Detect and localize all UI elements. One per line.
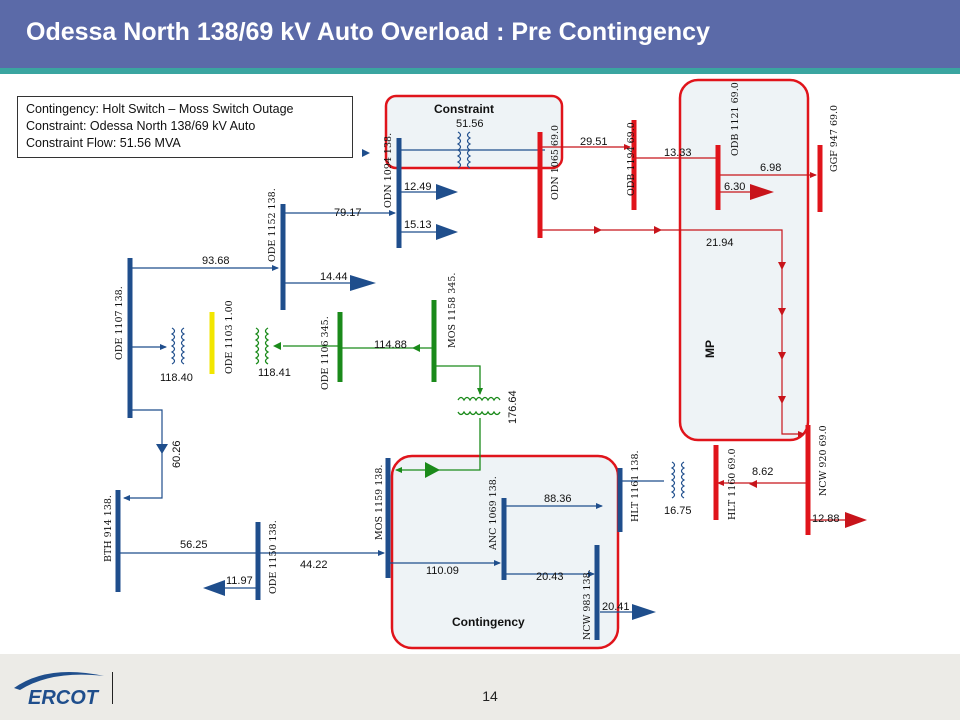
flow-88-36: 88.36 — [544, 493, 572, 505]
arrow-11-97 — [203, 580, 225, 596]
arrow-15-13 — [436, 224, 458, 240]
flow-56-25: 56.25 — [180, 539, 208, 551]
arrow-14-44 — [350, 275, 376, 291]
flow-8-62: 8.62 — [752, 466, 773, 478]
arrow-12-88 — [845, 512, 867, 528]
flow-6-98: 6.98 — [760, 162, 781, 174]
flow-118-40: 118.40 — [160, 372, 193, 384]
zone-label-mp: MP — [703, 340, 717, 358]
info-constraint: Constraint: Odessa North 138/69 kV Auto — [26, 119, 256, 133]
flow-15-13: 15.13 — [404, 219, 432, 231]
bus-label-odb1194: ODB 1194 69.0 — [626, 122, 637, 196]
transformer-ode1106 — [254, 327, 270, 365]
flow-6-30: 6.30 — [724, 181, 745, 193]
bus-label-mos1158: MOS 1158 345. — [447, 273, 458, 348]
flow-14-44: 14.44 — [320, 271, 348, 283]
info-contingency: Contingency: Holt Switch – Moss Switch O… — [26, 102, 294, 116]
info-constraint-flow: Constraint Flow: 51.56 MVA — [26, 136, 181, 150]
bus-label-anc1069: ANC 1069 138. — [488, 476, 499, 551]
flow-60-26: 60.26 — [171, 440, 183, 468]
flow-21-94: 21.94 — [706, 237, 734, 249]
bus-label-ode1107: ODE 1107 138. — [114, 286, 125, 360]
zone-label-contingency: Contingency — [452, 615, 525, 629]
slide-title: Odessa North 138/69 kV Auto Overload : P… — [26, 18, 710, 46]
flow-51-56: 51.56 — [456, 118, 484, 130]
flow-176-64: 176.64 — [507, 390, 519, 424]
bus-label-ode1103: ODE 1103 1.00 — [224, 300, 235, 374]
svg-text:ERCOT: ERCOT — [28, 687, 100, 709]
header-accent-strip — [0, 68, 960, 74]
line-ode1107-bth914 — [123, 409, 163, 501]
transformer-odn — [456, 131, 472, 169]
zone-label-constraint: Constraint — [434, 102, 494, 116]
transformer-hlt — [670, 461, 686, 499]
bus-label-bth914: BTH 914 138. — [103, 495, 114, 562]
page-number: 14 — [482, 688, 498, 704]
flow-13-33: 13.33 — [664, 147, 692, 159]
flow-79-17: 79.17 — [334, 207, 362, 219]
bus-label-odn1065: ODN 1065 69.0 — [550, 125, 561, 200]
flow-110-09: 110.09 — [426, 565, 459, 577]
zone-mp — [678, 78, 810, 442]
flow-44-22: 44.22 — [300, 559, 328, 571]
ercot-logo: ERCOT — [14, 672, 104, 709]
bus-label-hlt1160: HLT 1160 69.0 — [727, 448, 738, 520]
bus-label-hlt1161: HLT 1161 138. — [630, 450, 641, 522]
flow-93-68: 93.68 — [202, 255, 230, 267]
flow-29-51: 29.51 — [580, 136, 608, 148]
slide-header — [0, 0, 960, 68]
contingency-info-box: Contingency: Holt Switch – Moss Switch O… — [17, 96, 353, 158]
flow-12-88: 12.88 — [812, 513, 840, 525]
bus-label-mos1159: MOS 1159 138. — [374, 465, 385, 540]
flow-118-41: 118.41 — [258, 367, 291, 379]
arrow-6-30 — [750, 184, 774, 200]
bus-label-ode1150: ODE 1150 138. — [268, 520, 279, 594]
bus-label-ncw920: NCW 920 69.0 — [818, 425, 829, 496]
bus-label-ggf947: GGF 947 69.0 — [829, 105, 840, 172]
flow-20-43: 20.43 — [536, 571, 564, 583]
arrow-12-49 — [436, 184, 458, 200]
transformer-ode1103 — [170, 327, 186, 365]
bus-label-ode1106: ODE 1106 345. — [320, 316, 331, 390]
bus-label-odn1094: ODN 1094 138. — [383, 133, 394, 208]
transformer-mos1158 — [457, 396, 501, 416]
arrow-60-26 — [156, 444, 168, 454]
footer-divider — [112, 672, 113, 704]
line-tx-mos1159 — [395, 418, 481, 473]
flow-12-49: 12.49 — [404, 181, 432, 193]
slide-footer — [0, 654, 960, 720]
arrow-20-41 — [632, 604, 656, 620]
line-mos1158-tx — [436, 365, 483, 395]
flow-11-97: 11.97 — [226, 575, 253, 587]
bus-label-ode1152: ODE 1152 138. — [267, 188, 278, 262]
flow-20-41: 20.41 — [602, 601, 630, 613]
bus-label-odb1121: ODB 1121 69.0 — [730, 82, 741, 156]
bus-label-ncw983: NCW 983 138. — [582, 569, 593, 640]
flow-114-88: 114.88 — [374, 339, 407, 351]
flow-16-75: 16.75 — [664, 505, 692, 517]
